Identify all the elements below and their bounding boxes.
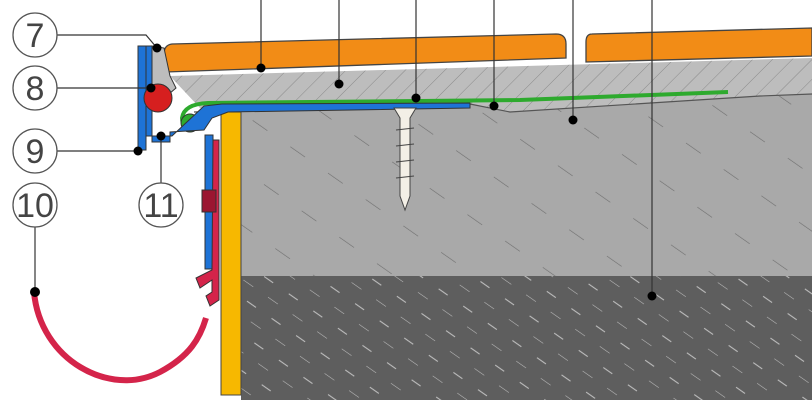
leader-lines [260,0,653,296]
callout-10: 10 [12,182,58,297]
facade-strip [220,111,242,396]
callout-9: 9 [12,128,143,174]
wall-dowel [393,107,417,212]
callout-7: 7 [12,12,162,58]
tile-left [163,33,567,73]
leader-dots [256,63,657,301]
gutter-assembly [31,139,220,384]
callout-11-label: 11 [143,187,178,225]
callout-10-label: 10 [16,187,54,225]
callout-11: 11 [138,131,184,228]
tile-row [163,27,812,73]
callout-7-label: 7 [26,17,45,55]
gutter [31,291,209,384]
callout-8: 8 [12,65,156,111]
callout-8-label: 8 [26,70,45,108]
tile-right [585,27,812,63]
screed-layer [241,94,812,276]
insulation-layer [241,276,812,400]
callout-9-label: 9 [26,133,45,171]
